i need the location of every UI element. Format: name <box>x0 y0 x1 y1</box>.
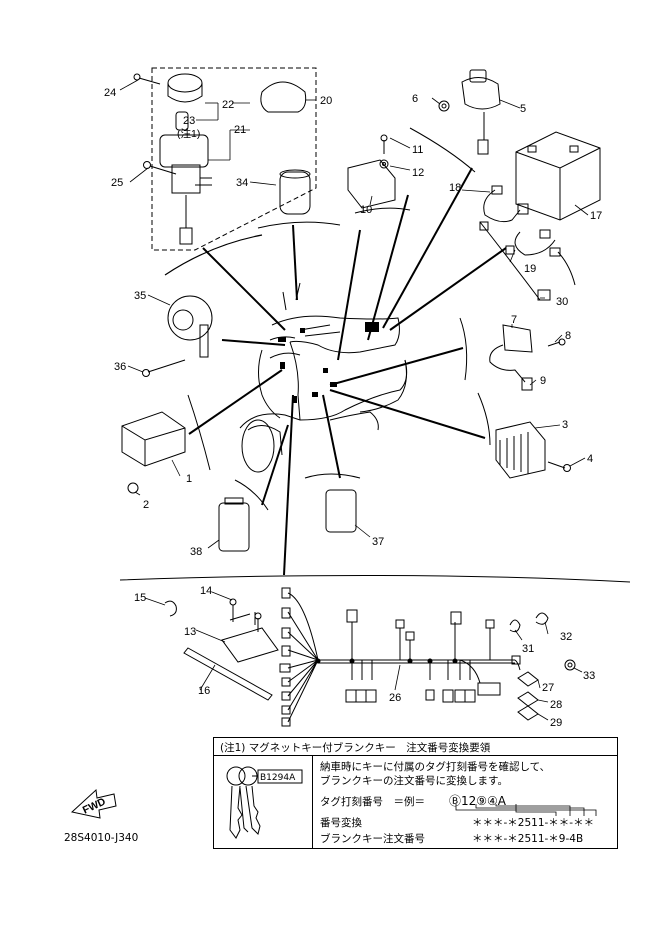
part-number: 2 <box>143 499 149 511</box>
part-number: 27 <box>542 682 554 694</box>
scooter-body <box>239 282 408 473</box>
order-label: ブランクキー注文番号 <box>320 833 425 845</box>
note-line-2: ブランクキーの注文番号に変換します。 <box>320 775 508 787</box>
part-number: 24 <box>104 87 116 99</box>
conversion-arrows <box>455 804 597 816</box>
part-number: 10 <box>360 204 372 216</box>
part-number: 21 <box>234 124 246 136</box>
part-number: 17 <box>590 210 602 222</box>
part-number: 33 <box>583 670 595 682</box>
part-number: 37 <box>372 536 384 548</box>
part-number: 5 <box>520 103 526 115</box>
part-number: 4 <box>587 453 593 465</box>
blank-key-icon: B1294A <box>226 766 303 839</box>
part-labels: 24 22 23 (注1) 21 20 25 34 11 12 10 6 5 1… <box>104 87 602 729</box>
wire-harness <box>279 587 521 727</box>
part-number: 28 <box>550 699 562 711</box>
part-number: 23 <box>183 115 195 127</box>
part-number: 13 <box>184 626 196 638</box>
part-number: 12 <box>412 167 424 179</box>
part-number: 38 <box>190 546 202 558</box>
part-number: 7 <box>511 314 517 326</box>
note-title: (注1) マグネットキー付ブランクキー 注文番号変換要領 <box>220 742 491 754</box>
part-number: 22 <box>222 99 234 111</box>
part-number: 8 <box>565 330 571 342</box>
conversion-label: 番号変換 <box>320 817 362 829</box>
part-number: 30 <box>556 296 568 308</box>
main-switch-frame <box>151 67 317 251</box>
part-number: 18 <box>449 182 461 194</box>
conversion-value: ＊＊＊-＊2511-＊＊-＊＊ <box>472 817 595 829</box>
part-number: 25 <box>111 177 123 189</box>
key-tag: B1294A <box>260 773 296 783</box>
key-conversion-note: (注1) マグネットキー付ブランクキー 注文番号変換要領 B1294A 納車時に… <box>213 737 618 849</box>
part-number: 6 <box>412 93 418 105</box>
note-line-1: 納車時にキーに付属のタグ打刻番号を確認して、 <box>320 761 551 773</box>
fwd-arrow-icon <box>70 788 117 819</box>
part-number: 16 <box>198 685 210 697</box>
part-number: 26 <box>389 692 401 704</box>
part-number: 29 <box>550 717 562 729</box>
order-value: ＊＊＊-＊2511-＊9-4B <box>472 833 584 845</box>
part-number: 31 <box>522 643 534 655</box>
tag-example: Ⓑ12⑨④A <box>449 794 506 808</box>
part-number: 15 <box>134 592 146 604</box>
part-number: 32 <box>560 631 572 643</box>
part-number: 1 <box>186 473 192 485</box>
part-number: 11 <box>412 144 423 156</box>
part-number: 34 <box>236 177 248 189</box>
part-number: 9 <box>540 375 546 387</box>
part-number: 20 <box>320 95 332 107</box>
part-number: 14 <box>200 585 212 597</box>
part-number: 35 <box>134 290 146 302</box>
fwd-label: FWD <box>81 795 108 816</box>
part-number: 19 <box>524 263 536 275</box>
note-reference: (注1) <box>177 127 200 140</box>
part-number: 36 <box>114 361 126 373</box>
diagram-code: 28S4010-J340 <box>64 832 139 844</box>
part-number: 3 <box>562 419 568 431</box>
tag-label: タグ打刻番号 ＝例＝ <box>320 796 425 808</box>
